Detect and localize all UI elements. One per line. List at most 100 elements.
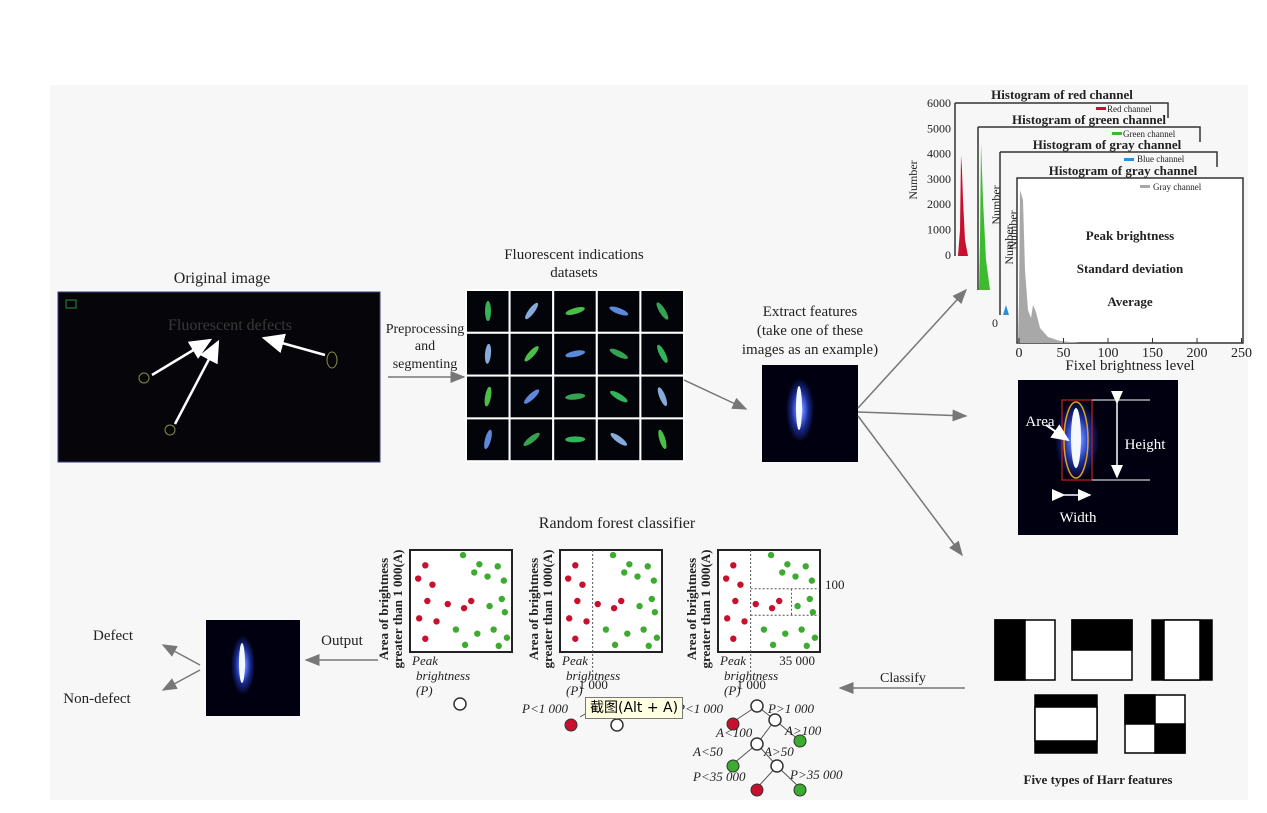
decision-tree: P<1 000 P<1 000 P>1 000 A<100 A>100 A<50… bbox=[453, 697, 843, 797]
legend-gray: Gray channel bbox=[1153, 182, 1202, 192]
arrow-histogram bbox=[857, 288, 968, 409]
random-forest-title: Random forest classifier bbox=[539, 515, 696, 532]
preprocess-label-2: and bbox=[415, 339, 435, 354]
green-point bbox=[802, 563, 809, 570]
red-point bbox=[752, 600, 759, 608]
y-axis-label: greater than 1 000(A) bbox=[540, 549, 555, 668]
green-point bbox=[459, 551, 467, 559]
y-axis-label-red: Number bbox=[906, 160, 920, 199]
width-label: Width bbox=[1060, 510, 1097, 526]
x-axis-label: (P) bbox=[416, 683, 433, 698]
red-point bbox=[737, 581, 744, 588]
green-point bbox=[490, 626, 497, 633]
arrow-extract bbox=[683, 379, 748, 410]
x-axis-label: Peak bbox=[411, 653, 438, 668]
harr-feature-diagonal bbox=[1124, 694, 1186, 754]
x-tick-label: 250 bbox=[1231, 346, 1252, 361]
x-axis-label: (P) bbox=[566, 683, 583, 698]
y-axis-label: Area of brightness bbox=[684, 558, 699, 660]
histogram-title-gray-2: Histogram of gray channel bbox=[1049, 163, 1198, 178]
histogram-title-red: Histogram of red channel bbox=[991, 87, 1133, 102]
red-point bbox=[768, 604, 776, 612]
x-tick-label: 100 bbox=[1098, 346, 1119, 361]
y-tick-label: 5000 bbox=[927, 121, 951, 135]
red-point bbox=[444, 600, 451, 608]
histogram-red-bars bbox=[958, 155, 968, 256]
tree-label-a-lt-50: A<50 bbox=[692, 744, 723, 759]
y-axis-label-green: Number bbox=[989, 185, 1003, 224]
split-label-1000: 1 000 bbox=[737, 677, 766, 692]
red-point bbox=[618, 597, 625, 605]
y-axis-label: Area of brightness bbox=[526, 558, 541, 660]
red-point bbox=[433, 618, 440, 625]
green-point bbox=[808, 577, 816, 584]
green-point bbox=[624, 630, 631, 637]
screenshot-tooltip: 截图(Alt + A) bbox=[585, 697, 684, 719]
green-point bbox=[452, 626, 460, 633]
tree-label-p-gt-1000: P>1 000 bbox=[767, 701, 814, 716]
tree-root-1 bbox=[453, 697, 467, 711]
red-point bbox=[583, 618, 590, 625]
defect-label: Defect bbox=[93, 628, 134, 644]
green-point bbox=[640, 626, 647, 633]
green-point bbox=[494, 563, 501, 570]
datasets-title-2: datasets bbox=[550, 265, 598, 281]
dataset-thumbnail-grid bbox=[465, 289, 686, 463]
red-point bbox=[415, 615, 423, 622]
y-tick-label: 1000 bbox=[927, 223, 951, 237]
green-point bbox=[503, 634, 511, 641]
green-point bbox=[794, 602, 801, 610]
x-axis-label: Peak bbox=[719, 653, 746, 668]
tree-node bbox=[610, 718, 624, 732]
green-point bbox=[501, 609, 509, 616]
x-tick-label: 0 bbox=[1016, 346, 1023, 361]
extract-label-2: (take one of these bbox=[757, 323, 864, 339]
histogram-stack: Histogram of red channel Red channel 600… bbox=[906, 87, 1252, 374]
x-tick-label: 150 bbox=[1142, 346, 1163, 361]
green-point bbox=[806, 595, 813, 603]
green-point bbox=[474, 630, 481, 637]
classify-label: Classify bbox=[880, 671, 926, 686]
green-point bbox=[779, 569, 786, 576]
red-point bbox=[414, 575, 422, 582]
x-tick-label: 200 bbox=[1187, 346, 1208, 361]
tree-label-a-gt-50: A>50 bbox=[763, 744, 794, 759]
red-point bbox=[565, 615, 573, 622]
green-point bbox=[782, 630, 789, 637]
red-point bbox=[723, 615, 731, 622]
x-axis-label: Fixel brightness level bbox=[1065, 358, 1194, 374]
example-defect-image bbox=[762, 365, 858, 462]
red-point bbox=[424, 597, 431, 605]
y-tick-label: 2000 bbox=[927, 197, 951, 211]
arrow-defect bbox=[161, 644, 201, 666]
green-point bbox=[803, 642, 810, 650]
extract-label-3: images as an example) bbox=[742, 342, 878, 358]
red-point bbox=[572, 562, 579, 569]
green-point bbox=[495, 642, 502, 650]
harr-caption: Five types of Harr features bbox=[1024, 772, 1173, 787]
red-point bbox=[422, 562, 429, 569]
legend-green: Green channel bbox=[1123, 129, 1176, 139]
y-tick-label: 4000 bbox=[927, 147, 951, 161]
original-image: Fluorescent defects bbox=[57, 291, 381, 463]
y-axis-label-gray: Number bbox=[1002, 225, 1016, 264]
red-point bbox=[468, 597, 475, 605]
green-point bbox=[769, 641, 777, 649]
red-point bbox=[730, 635, 737, 642]
y-axis-label: Area of brightness bbox=[376, 558, 391, 660]
split-label-1000: 1 000 bbox=[579, 677, 608, 692]
red-point bbox=[422, 635, 429, 642]
red-point bbox=[741, 618, 748, 625]
datasets-title-1: Fluorescent indications bbox=[504, 247, 644, 263]
green-point bbox=[784, 561, 791, 568]
tree-label-p-lt-1000: P<1 000 bbox=[676, 701, 723, 716]
green-point bbox=[636, 602, 643, 610]
tree-label-p-lt-1000-b: P<1 000 bbox=[521, 701, 568, 716]
output-label: Output bbox=[321, 633, 364, 649]
dataset-thumbnail bbox=[639, 289, 686, 334]
harr-feature-edge-horizontal bbox=[1071, 619, 1133, 681]
red-point bbox=[429, 581, 436, 588]
y-tick-label: 0 bbox=[945, 248, 951, 262]
